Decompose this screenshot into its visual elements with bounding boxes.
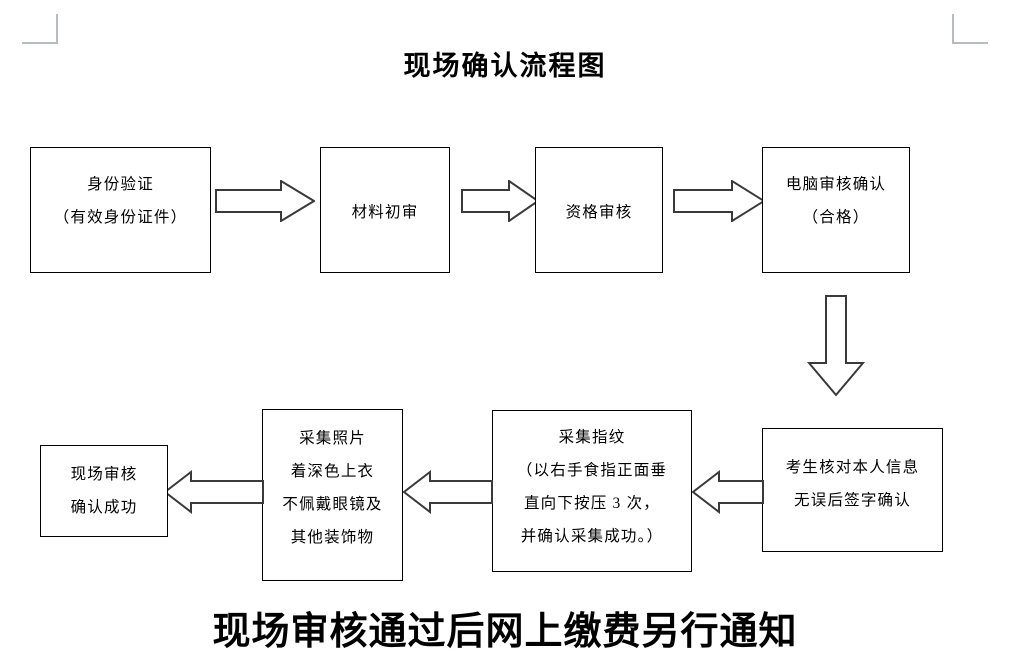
arrow-left-icon: [692, 470, 764, 514]
arrow-down-icon: [807, 295, 865, 397]
arrow-left-icon: [403, 470, 493, 514]
node-identity-verification: 身份验证 （有效身份证件）: [30, 147, 211, 273]
node-line: 着深色上衣: [290, 463, 375, 480]
node-line: 采集指纹: [558, 429, 626, 446]
crop-mark-top-right: [952, 14, 988, 44]
node-line: 现场审核: [70, 466, 138, 483]
node-line: （合格）: [802, 209, 870, 226]
node-line: 直向下按压 3 次，: [523, 495, 660, 512]
node-computer-review-confirm: 电脑审核确认 （合格）: [762, 147, 910, 273]
crop-mark-top-left: [22, 14, 58, 44]
node-qualification-review: 资格审核: [535, 147, 663, 273]
node-line: 无误后签字确认: [794, 492, 911, 509]
arrow-right-icon: [673, 180, 765, 222]
node-line: 并确认采集成功。）: [520, 528, 664, 545]
footer-notice: 现场审核通过后网上缴费另行通知: [212, 611, 798, 653]
node-onsite-review-success: 现场审核 确认成功: [40, 445, 168, 537]
page-title: 现场确认流程图: [403, 51, 607, 81]
node-line: 资格审核: [565, 204, 633, 221]
node-candidate-sign-confirm: 考生核对本人信息 无误后签字确认: [762, 428, 943, 552]
node-line: 采集照片: [299, 430, 366, 447]
node-collect-photo: 采集照片 着深色上衣 不佩戴眼镜及 其他装饰物: [262, 409, 403, 581]
arrow-right-icon: [461, 180, 539, 222]
node-collect-fingerprint: 采集指纹 （以右手食指正面垂 直向下按压 3 次， 并确认采集成功。）: [492, 410, 692, 572]
arrow-left-icon: [164, 470, 264, 514]
node-line: （有效身份证件）: [53, 209, 188, 226]
node-line: （以右手食指正面垂: [516, 462, 668, 479]
arrow-right-icon: [215, 180, 315, 222]
node-line: 确认成功: [70, 499, 138, 516]
node-line: 其他装饰物: [290, 529, 375, 546]
node-line: 电脑审核确认: [785, 176, 887, 193]
node-line: 考生核对本人信息: [785, 459, 920, 476]
node-line: 不佩戴眼镜及: [282, 496, 383, 513]
node-material-first-review: 材料初审: [320, 147, 450, 273]
node-line: 材料初审: [351, 204, 419, 221]
node-line: 身份验证: [87, 176, 154, 193]
